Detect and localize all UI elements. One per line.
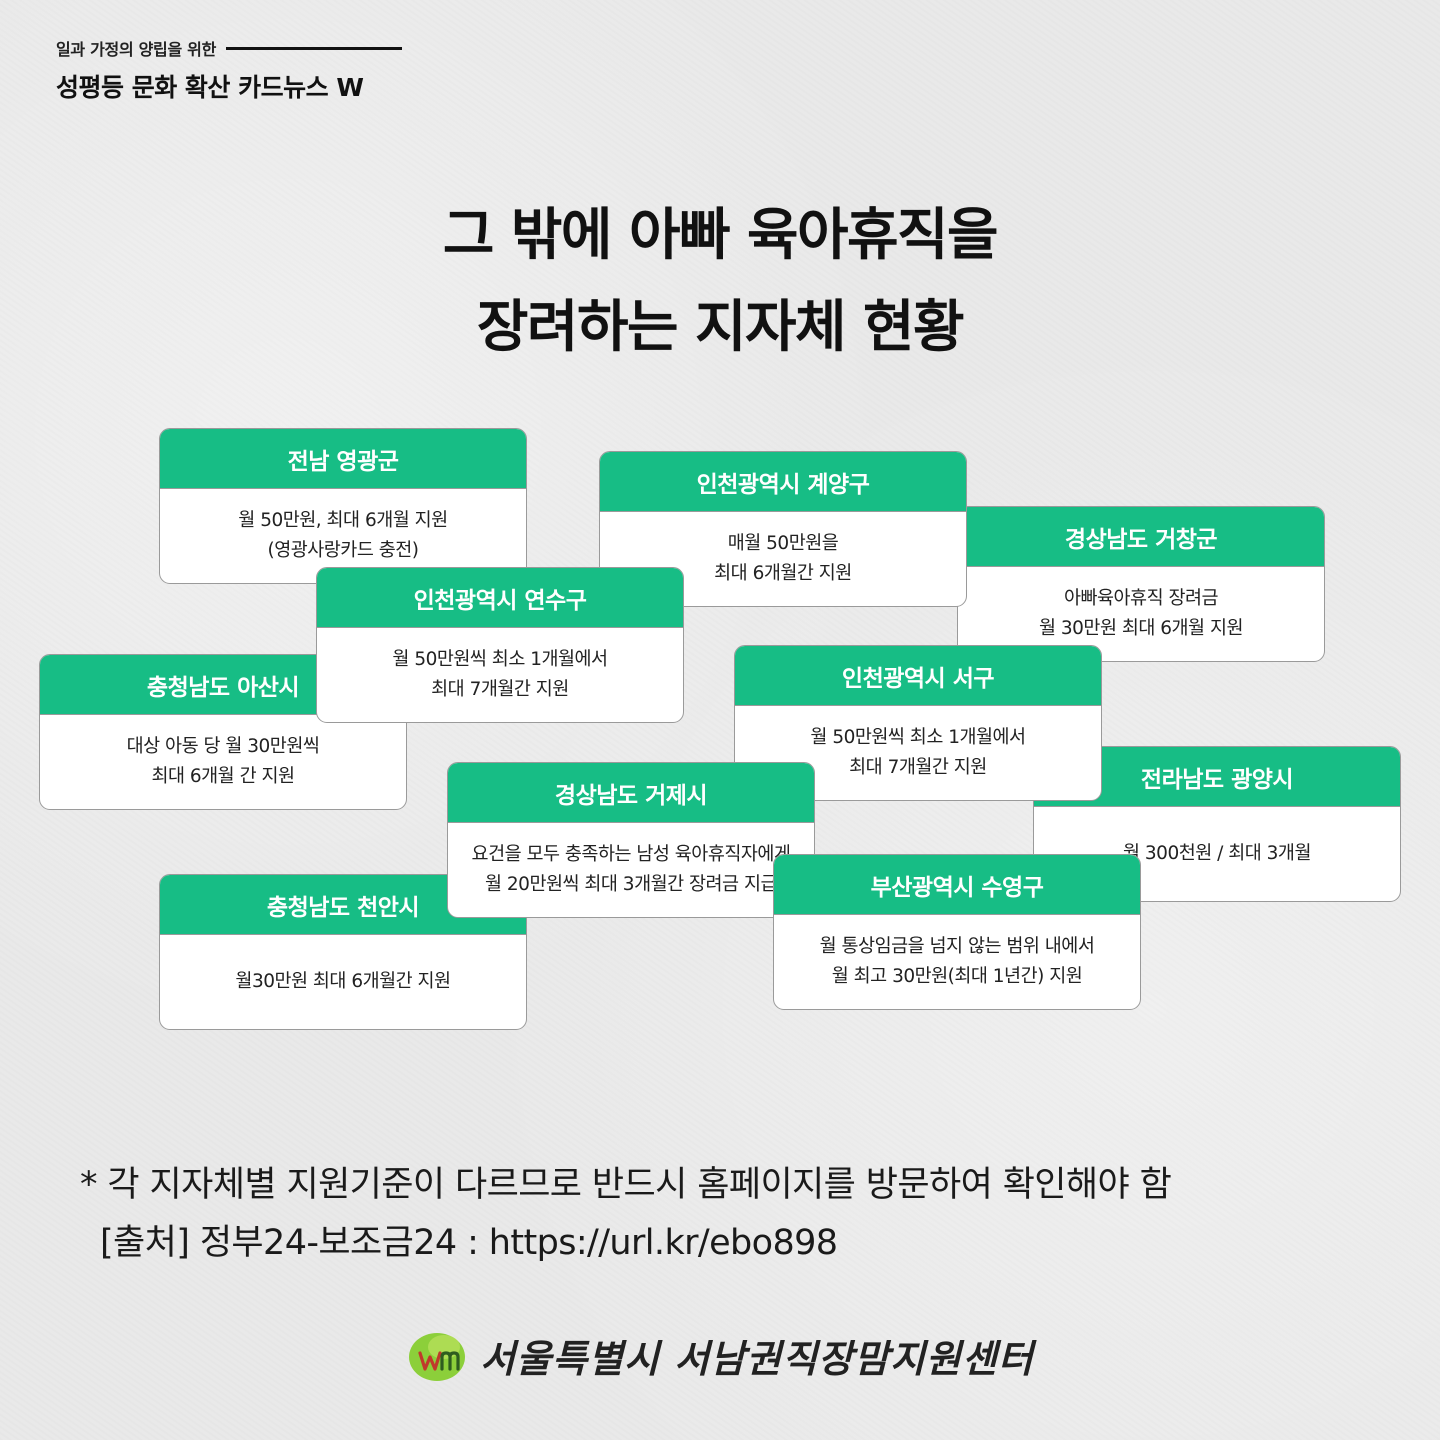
organization-name: 서울특별시 서남권직장맘지원센터 [480,1335,1034,1381]
card-line: 최대 6개월 간 지원 [151,766,295,787]
card-body: 요건을 모두 충족하는 남성 육아휴직자에게 월 20만원씩 최대 3개월간 장… [448,823,814,917]
card-line: 최대 7개월간 지원 [849,757,987,778]
card-body: 월 50만원씩 최소 1개월에서 최대 7개월간 지원 [317,628,683,722]
disclaimer-text: * 각 지자체별 지원기준이 다르므로 반드시 홈페이지를 방문하여 확인해야 … [80,1165,1172,1205]
card-gyeongnam-geoje: 경상남도 거제시 요건을 모두 충족하는 남성 육아휴직자에게 월 20만원씩 … [447,762,815,918]
card-line: 최대 6개월간 지원 [714,563,852,584]
card-body: 월 300천원 / 최대 3개월 [1034,807,1400,901]
card-incheon-gyeyang: 인천광역시 계양구 매월 50만원을 최대 6개월간 지원 [599,451,967,607]
card-body: 아빠육아휴직 장려금 월 30만원 최대 6개월 지원 [958,567,1324,661]
card-line: 월 최고 30만원(최대 1년간) 지원 [831,966,1083,987]
card-title: 인천광역시 연수구 [317,568,683,628]
page-title-line-1: 그 밖에 아빠 육아휴직을 [442,203,999,268]
series-subtitle: 일과 가정의 양립을 위한 [56,40,217,59]
source-text: [출처] 정부24-보조금24 : https://url.kr/ebo898 [100,1223,838,1263]
card-jeonnam-yeonggwang: 전남 영광군 월 50만원, 최대 6개월 지원 (영광사랑카드 충전) [159,428,527,584]
card-line: 요건을 모두 충족하는 남성 육아휴직자에게 [471,844,791,865]
card-title: 경상남도 거제시 [448,763,814,823]
card-line: 매월 50만원을 [727,533,839,554]
wm-leaf-logo-icon [409,1333,466,1381]
card-line: 월 50만원씩 최소 1개월에서 [810,727,1026,748]
source-note: * 각 지자체별 지원기준이 다르므로 반드시 홈페이지를 방문하여 확인해야 … [80,1156,1172,1272]
card-line: 대상 아동 당 월 30만원씩 [126,736,320,757]
card-title: 전남 영광군 [160,429,526,489]
card-line: 최대 7개월간 지원 [431,679,569,700]
card-line: 월 300천원 / 최대 3개월 [1123,843,1311,864]
card-body: 월 50만원, 최대 6개월 지원 (영광사랑카드 충전) [160,489,526,583]
card-title: 인천광역시 계양구 [600,452,966,512]
series-title: 성평등 문화 확산 카드뉴스 W [56,73,364,102]
card-line: 월 통상임금을 넘지 않는 범위 내에서 [819,936,1095,957]
card-line: 월 20만원씩 최대 3개월간 장려금 지급 [485,874,778,895]
card-body: 월 50만원씩 최소 1개월에서 최대 7개월간 지원 [735,706,1101,800]
series-divider-line [226,46,403,50]
card-line: 월 30만원 최대 6개월 지원 [1038,618,1244,639]
card-title: 부산광역시 수영구 [774,855,1140,915]
card-busan-suyeong: 부산광역시 수영구 월 통상임금을 넘지 않는 범위 내에서 월 최고 30만원… [773,854,1141,1010]
series-label: 일과 가정의 양립을 위한 성평등 문화 확산 카드뉴스 W [56,36,403,104]
card-line: 월 50만원, 최대 6개월 지원 [238,510,448,531]
card-body: 월30만원 최대 6개월간 지원 [160,935,526,1029]
page-title: 그 밖에 아빠 육아휴직을 장려하는 지자체 현황 [0,190,1440,374]
card-body: 대상 아동 당 월 30만원씩 최대 6개월 간 지원 [40,715,406,809]
card-body: 월 통상임금을 넘지 않는 범위 내에서 월 최고 30만원(최대 1년간) 지… [774,915,1140,1009]
page-title-line-2: 장려하는 지자체 현황 [476,295,965,360]
card-line: 월30만원 최대 6개월간 지원 [235,971,451,992]
card-title: 인천광역시 서구 [735,646,1101,706]
card-incheon-yeonsu: 인천광역시 연수구 월 50만원씩 최소 1개월에서 최대 7개월간 지원 [316,567,684,723]
card-line: 월 50만원씩 최소 1개월에서 [392,649,608,670]
card-title: 경상남도 거창군 [958,507,1324,567]
card-gyeongnam-geochang: 경상남도 거창군 아빠육아휴직 장려금 월 30만원 최대 6개월 지원 [957,506,1325,662]
card-line: (영광사랑카드 충전) [267,540,419,561]
card-body: 매월 50만원을 최대 6개월간 지원 [600,512,966,606]
card-line: 아빠육아휴직 장려금 [1063,588,1219,609]
footer: 서울특별시 서남권직장맘지원센터 [0,1320,1440,1390]
